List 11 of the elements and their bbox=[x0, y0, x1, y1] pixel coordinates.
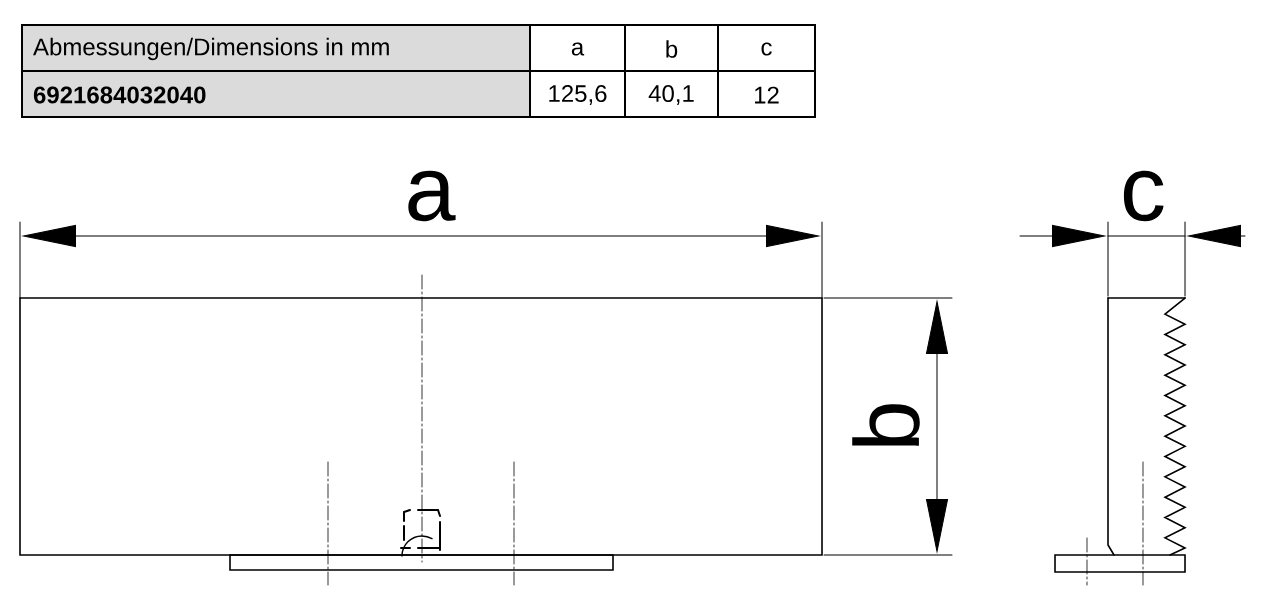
table-cell: a bbox=[529, 24, 626, 72]
table-cell: b bbox=[624, 24, 719, 72]
table-cell: 6921684032040 bbox=[21, 70, 531, 118]
dimension-label: a bbox=[408, 170, 456, 222]
dimension-label: c bbox=[1123, 170, 1164, 222]
table-cell: 125,6 bbox=[529, 70, 626, 118]
dimension-label: b bbox=[852, 404, 920, 446]
table-cell: 40,1 bbox=[624, 70, 719, 118]
table-cell: Abmessungen/Dimensions in mm bbox=[21, 24, 531, 72]
table-cell: 12 bbox=[717, 70, 816, 118]
table-cell: c bbox=[717, 24, 816, 72]
